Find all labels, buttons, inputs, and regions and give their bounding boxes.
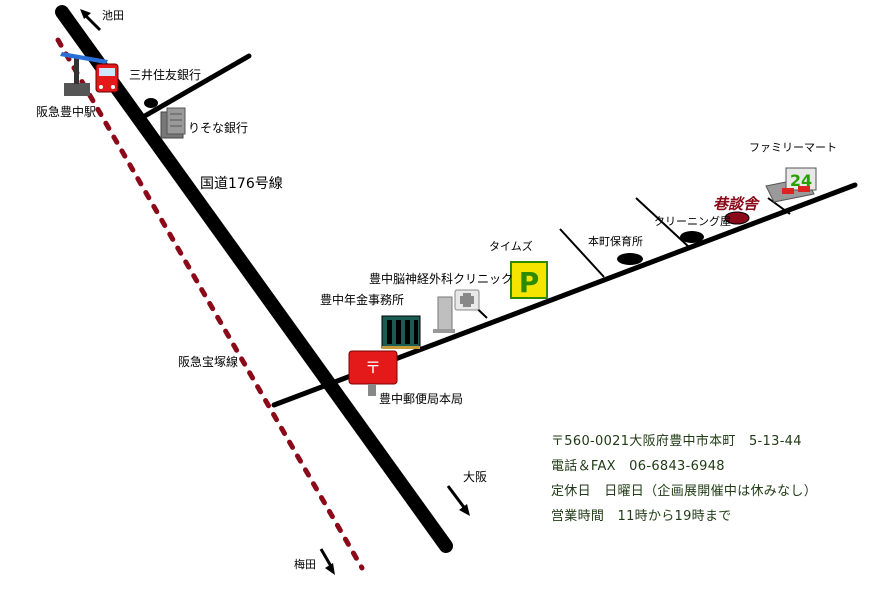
cleaning-marker: [680, 231, 704, 243]
direction-osaka-label: 大阪: [463, 470, 488, 484]
direction-arrow-icon-ikeda: [80, 9, 102, 32]
nursery-marker: [617, 253, 643, 265]
direction-arrow-icon-umeda: [319, 548, 335, 575]
direction-arrow-icon-osaka: [446, 485, 470, 516]
side-street-2: [559, 228, 605, 278]
venue-marker: [724, 211, 750, 225]
holiday-text: 定休日 日曜日（企画展開催中は休みなし）: [551, 484, 818, 499]
smbc-label: 三井住友銀行: [129, 68, 202, 82]
store-sign: 24: [790, 171, 812, 190]
hankyu-takarazuka-line: [55, 37, 365, 571]
clinic-label: 豊中脳神経外科クリニック: [369, 272, 514, 286]
smbc-marker: [144, 98, 158, 108]
cleaning-label: クリーニング屋: [654, 215, 731, 228]
post-box-icon: 〒: [348, 350, 398, 396]
venue-label: 巷談舎: [713, 195, 759, 213]
convenience-store-icon: 24: [765, 167, 817, 203]
direction-ikeda-label: 池田: [102, 9, 124, 22]
address-text: 〒560-0021大阪府豊中市本町 5-13-44: [551, 434, 802, 449]
parking-mark: P: [519, 266, 540, 299]
phone-text: 電話＆FAX 06-6843-6948: [551, 459, 725, 474]
route-176-label: 国道176号線: [200, 176, 283, 192]
parking-icon: P: [510, 261, 548, 299]
side-street-4: [767, 197, 791, 215]
station-label: 阪急豊中駅: [36, 105, 97, 119]
convenience-store-label: ファミリーマート: [749, 141, 837, 154]
resona-label: りそな銀行: [188, 121, 249, 135]
nursery-label: 本町保育所: [588, 235, 643, 248]
office-building-icon: [381, 315, 421, 349]
parking-label: タイムズ: [489, 240, 533, 253]
station-side-road: [140, 53, 252, 120]
hospital-cross-icon: [433, 289, 480, 333]
train-station-icon: [60, 52, 119, 96]
svg-text:〒: 〒: [365, 358, 381, 377]
bank-building-icon: [160, 107, 186, 139]
post-office-label: 豊中郵便局本局: [379, 392, 464, 406]
national-route-176: [55, 5, 453, 553]
direction-umeda-label: 梅田: [294, 558, 316, 571]
railway-label: 阪急宝塚線: [178, 355, 239, 369]
side-street-3: [635, 197, 691, 249]
pension-office-label: 豊中年金事務所: [320, 293, 405, 307]
hours-text: 営業時間 11時から19時まで: [551, 509, 732, 524]
